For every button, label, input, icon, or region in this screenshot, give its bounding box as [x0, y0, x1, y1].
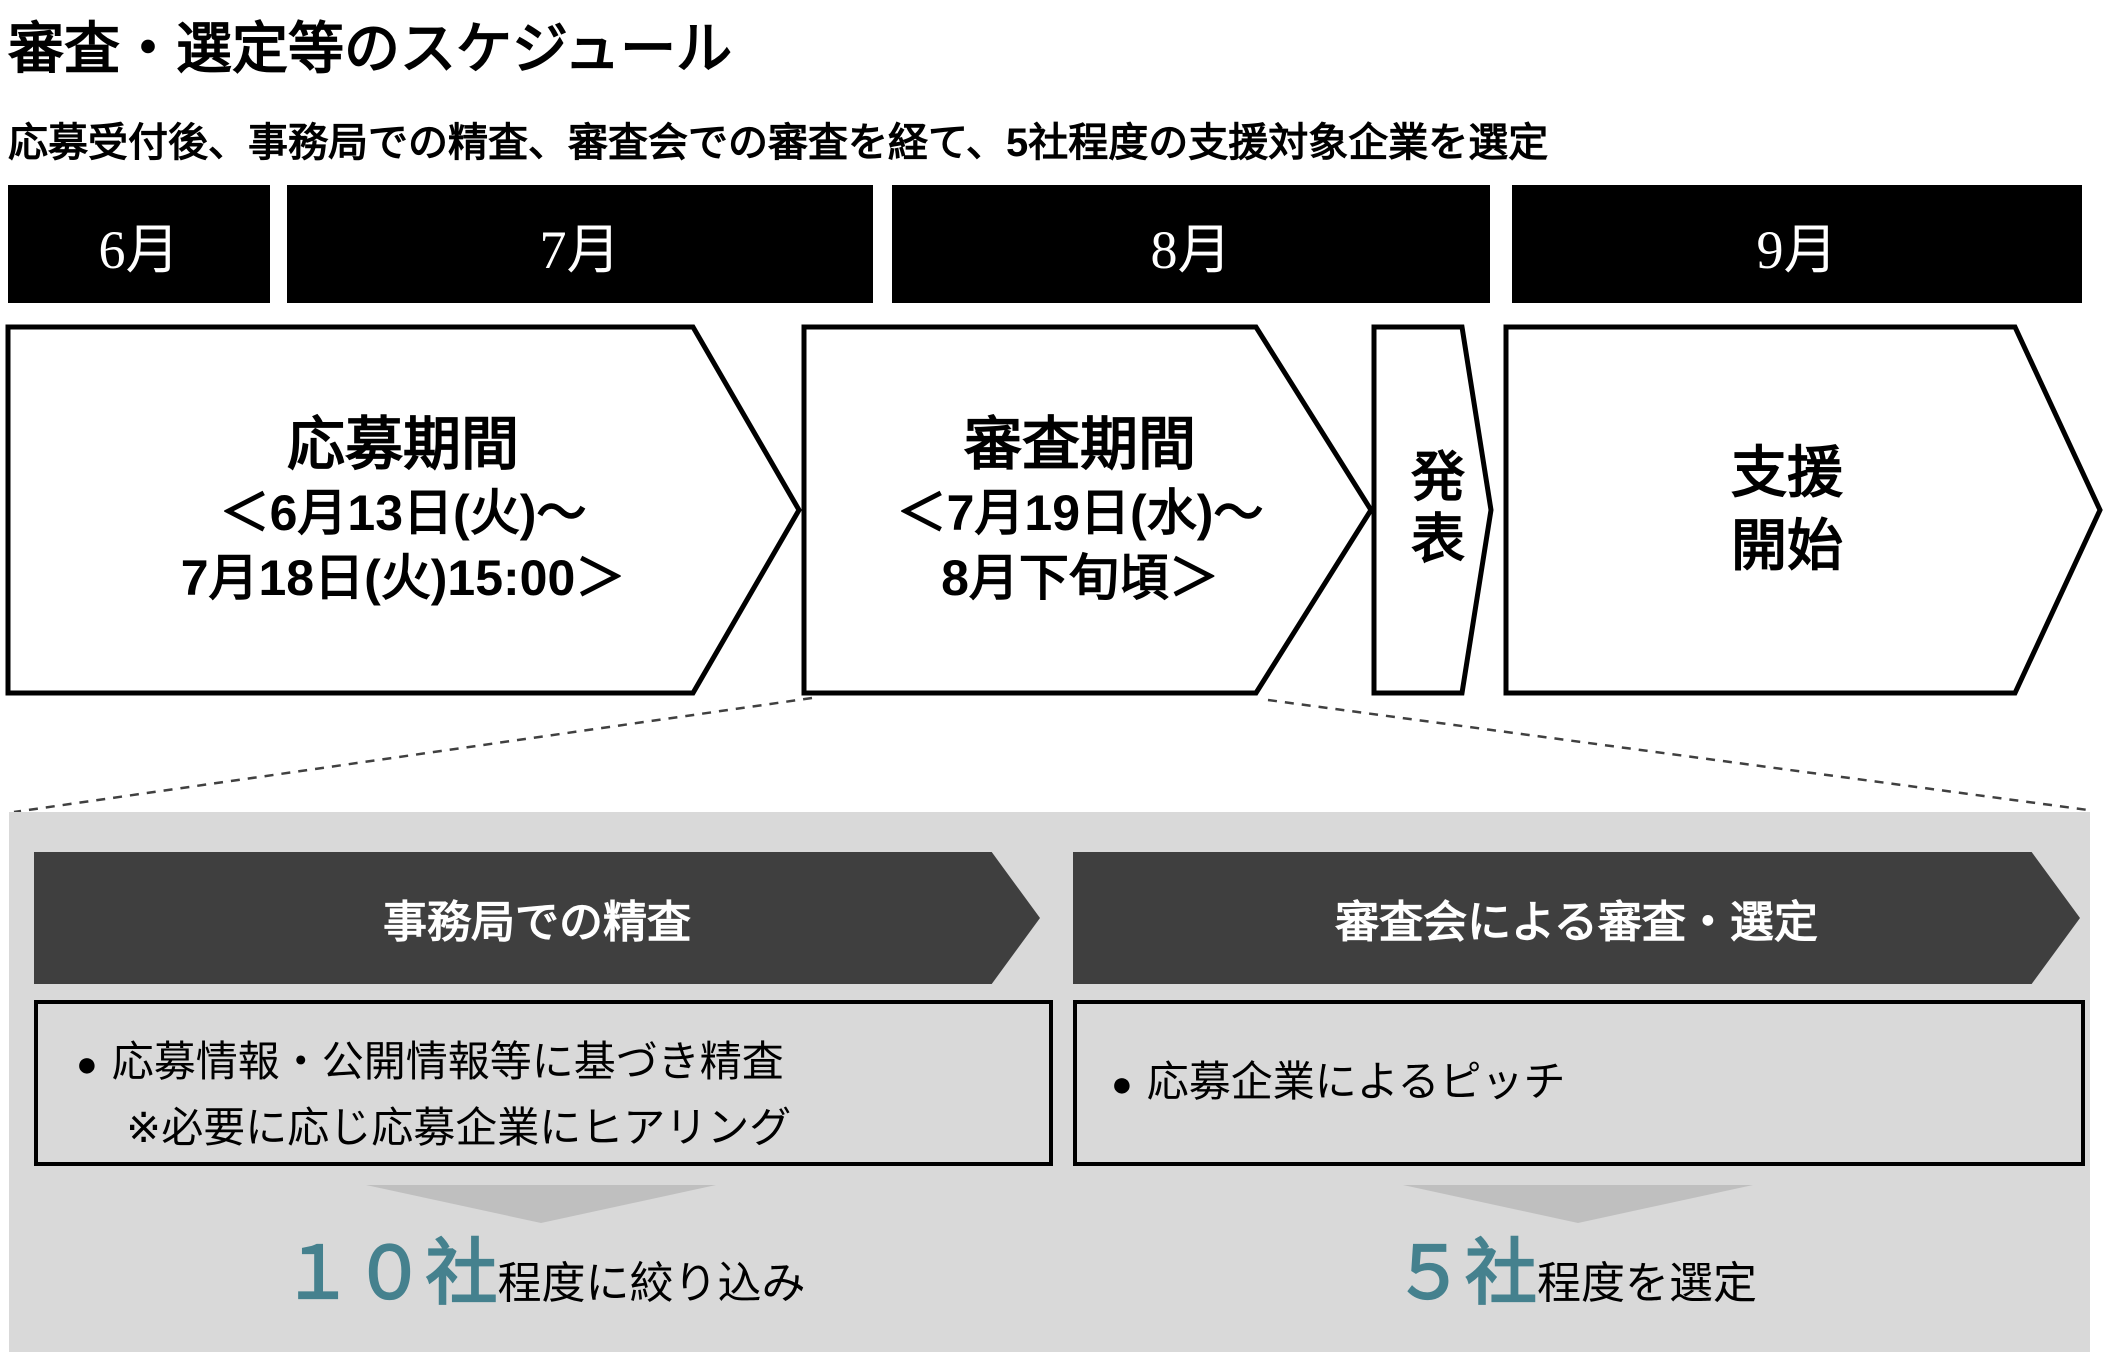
announcement-arrow-shape	[1371, 324, 1494, 696]
stage-support-line1: 支援	[1731, 441, 1843, 505]
support-arrow-shape	[1503, 324, 2103, 696]
header-secretariat-screening: 事務局での精査	[34, 852, 1040, 984]
stage-application-date-end: 7月18日(火)15:00＞	[180, 550, 626, 607]
down-arrow-icon	[1403, 1185, 1753, 1223]
bullet-icon: ●	[76, 1043, 98, 1084]
page-title: 審査・選定等のスケジュール	[8, 17, 733, 80]
stage-announcement: 発表	[1374, 324, 1491, 696]
screening-arrow-shape	[801, 324, 1374, 696]
secretariat-bullet-text: 応募情報・公開情報等に基づき精査	[111, 1038, 784, 1085]
month-bar-july: 7月	[287, 185, 873, 303]
result-left-text: 程度に絞り込み	[497, 1259, 806, 1308]
application-arrow-shape	[5, 324, 802, 696]
stage-screening: 審査期間 ＜7月19日(水)～ 8月下旬頃＞	[804, 324, 1356, 696]
header-committee-selection-label: 審査会による審査・選定	[1335, 898, 1818, 947]
page-subtitle: 応募受付後、事務局での精査、審査会での審査を経て、5社程度の支援対象企業を選定	[8, 121, 1549, 165]
dashed-line-left	[13, 696, 813, 814]
result-left-count: １０社	[281, 1234, 498, 1314]
secretariat-detail-box: ● 応募情報・公開情報等に基づき精査 ※必要に応じ応募企業にヒアリング	[34, 1000, 1053, 1166]
selection-result: ５社程度を選定	[1073, 1226, 2077, 1322]
down-arrow-icon	[366, 1185, 716, 1223]
result-right-count: ５社	[1392, 1234, 1537, 1314]
header-committee-selection: 審査会による審査・選定	[1073, 852, 2080, 984]
bullet-icon: ●	[1111, 1063, 1133, 1104]
stage-screening-date-start: ＜7月19日(水)～	[896, 485, 1264, 542]
committee-detail-box: ● 応募企業によるピッチ	[1073, 1000, 2085, 1166]
secretariat-note-text: ※必要に応じ応募企業にヒアリング	[126, 1104, 792, 1151]
stage-support-line2: 開始	[1731, 514, 1843, 577]
month-bar-september: 9月	[1512, 185, 2082, 303]
month-bar-june: 6月	[8, 185, 270, 303]
timeline-arrows	[5, 324, 2103, 696]
header-secretariat-screening-label: 事務局での精査	[383, 898, 691, 947]
result-right-text: 程度を選定	[1537, 1259, 1757, 1308]
stage-application-title: 応募期間	[286, 411, 519, 477]
stage-announcement-title: 発表	[1402, 448, 1463, 572]
detail-panel: 事務局での精査 審査会による審査・選定 ● 応募情報・公開情報等に基づき精査 ※…	[9, 812, 2090, 1352]
stage-screening-title: 審査期間	[963, 411, 1196, 477]
committee-bullet-text: 応募企業によるピッチ	[1146, 1058, 1566, 1105]
stage-screening-date-end: 8月下旬頃＞	[941, 550, 1219, 607]
stage-application: 応募期間 ＜6月13日(火)～ 7月18日(火)15:00＞	[8, 324, 798, 696]
dashed-line-right	[1267, 698, 2089, 812]
narrow-down-result: １０社程度に絞り込み	[34, 1226, 1053, 1322]
stage-application-date-start: ＜6月13日(火)～	[219, 485, 587, 542]
stage-support: 支援 開始	[1506, 324, 2068, 696]
month-bar-august: 8月	[892, 185, 1490, 303]
